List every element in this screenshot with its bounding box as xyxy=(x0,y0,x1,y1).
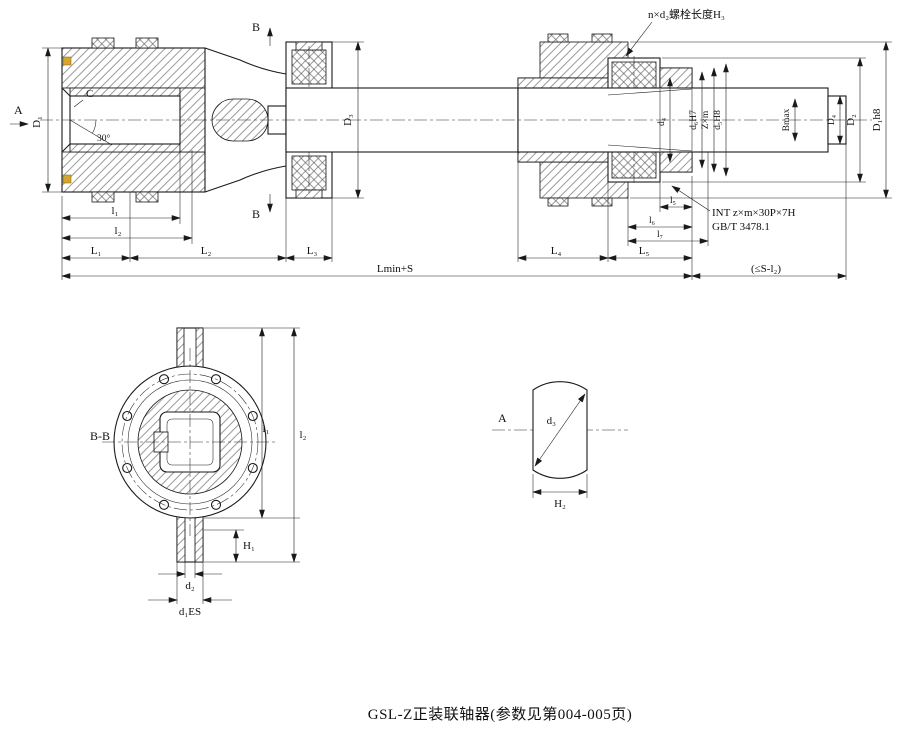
section-b-bottom-label: B xyxy=(252,207,260,221)
bb-dimensions: l₁ l₂ H₁ d₂ d₁ES xyxy=(148,327,307,618)
detail-view-a: A d₃ H₂ xyxy=(492,381,628,510)
spline-note-leader xyxy=(671,185,711,212)
section-view-bb: B-B l₁ l₂ H₁ d₂ d₁ES xyxy=(90,327,307,618)
main-assembly-view: A B B C 30° n×d₂螺栓长度H₃ INT z×m×30P×7H GB… xyxy=(10,7,892,280)
spline-note-line2: GB/T 3478.1 xyxy=(712,221,770,233)
chamfer-label: C xyxy=(86,88,93,100)
dim-D1h8: D₁h8 xyxy=(871,108,883,131)
dim-d6H7: d₆H7 xyxy=(689,110,699,130)
detail-dim-d3: d₃ xyxy=(547,415,557,427)
dim-l6: l₆ xyxy=(649,216,655,226)
diameter-dimensions: D₁ D₃ d₄ d₆H7 Z×m d₅H8 Bmax D₄ D₂ D xyxy=(31,41,892,199)
bb-dim-l2: l₂ xyxy=(300,429,307,441)
dim-L1: L₁ xyxy=(91,245,102,257)
dim-l5: l₅ xyxy=(670,196,676,206)
detail-view-label: A xyxy=(498,411,507,425)
dim-l2: l₂ xyxy=(115,225,122,237)
bb-title: B-B xyxy=(90,429,110,443)
angle-label: 30° xyxy=(97,133,111,144)
bb-dim-H1: H₁ xyxy=(243,540,255,552)
dim-D4-right: D₄ xyxy=(827,115,837,125)
dim-Bmax: Bmax xyxy=(782,108,792,131)
bb-bottom-stub xyxy=(176,515,204,563)
dim-D3: D₃ xyxy=(342,114,354,126)
dim-Zxm: Z×m xyxy=(701,110,711,129)
bb-dim-l1: l₁ xyxy=(263,423,270,435)
detail-dim-d3-line xyxy=(534,393,586,467)
dim-l7: l₇ xyxy=(657,230,663,240)
dim-L4: L₄ xyxy=(551,245,562,257)
seal-ring-bottom xyxy=(62,174,72,184)
section-b-top-label: B xyxy=(252,20,260,34)
bolt-note-leader xyxy=(625,21,653,57)
length-dimensions-right: l₅ l₆ l₇ L₄ L₅ (≤S-l₂) xyxy=(517,144,847,280)
bb-dim-d1ES: d₁ES xyxy=(179,606,201,618)
dim-l1: l₁ xyxy=(112,205,119,217)
dim-D2: D₂ xyxy=(845,114,857,126)
detail-dim-H2: H₂ xyxy=(554,498,566,510)
length-dimensions-left: l₁ l₂ L₁ L₂ L₃ Lmin+S xyxy=(61,150,693,280)
dim-d4: d₄ xyxy=(657,118,667,126)
dim-L5: L₅ xyxy=(639,245,650,257)
spline-note-line1: INT z×m×30P×7H xyxy=(712,207,796,219)
seal-ring-top xyxy=(62,56,72,66)
bb-bolt-holes xyxy=(122,374,258,510)
bb-top-stub xyxy=(176,327,204,369)
chamfer-leader xyxy=(73,99,84,108)
view-arrow-a-label: A xyxy=(14,103,23,117)
bolt-note: n×d₂螺栓长度H₃ xyxy=(648,7,725,21)
drawing-caption: GSL-Z正装联轴器(参数见第004-005页) xyxy=(368,705,632,723)
dim-L3: L₃ xyxy=(307,245,318,257)
bb-dim-d2: d₂ xyxy=(185,580,195,592)
dim-le-S-l2: (≤S-l₂) xyxy=(751,263,781,275)
angle-30-line xyxy=(69,119,113,146)
dim-L2: L₂ xyxy=(201,245,212,257)
dim-d5H8: d₅H8 xyxy=(713,110,723,130)
dim-D1-left: D₁ xyxy=(31,116,43,128)
dim-Lmin-S: Lmin+S xyxy=(377,263,413,275)
